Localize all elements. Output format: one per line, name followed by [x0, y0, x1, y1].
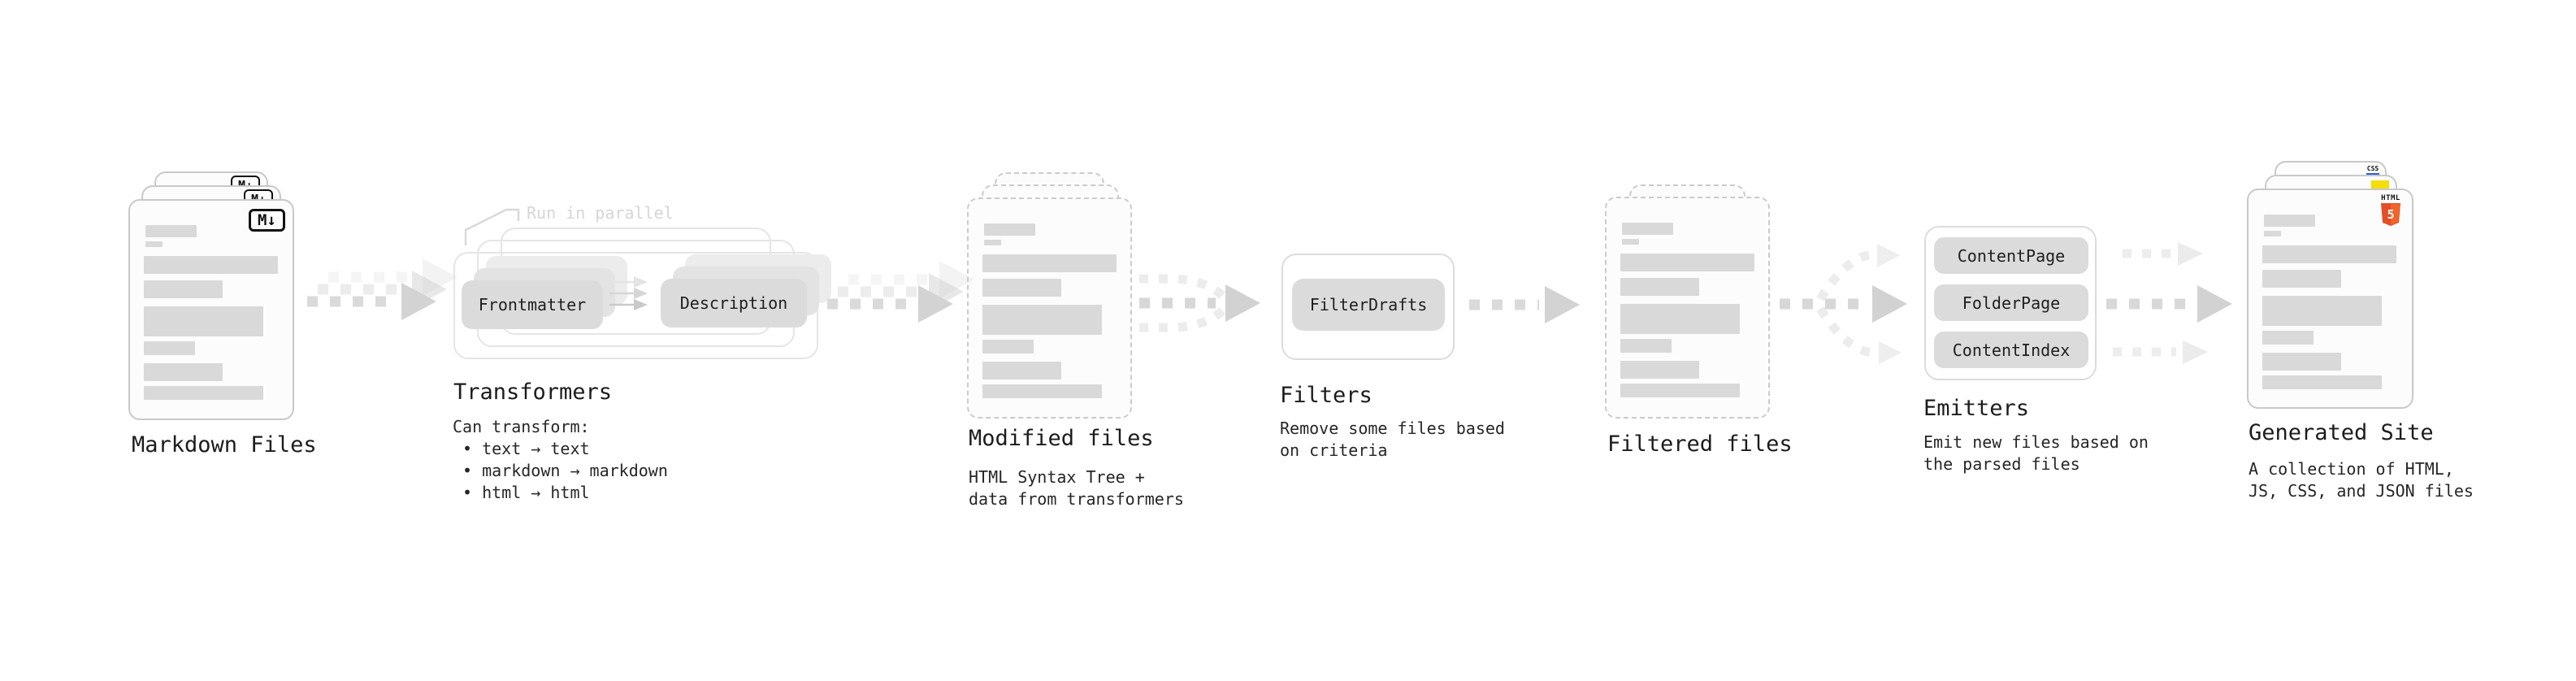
text-line-bar [1622, 239, 1639, 245]
modified-desc-line: HTML Syntax Tree + [969, 467, 1145, 487]
contentindex-pill: ContentIndex [1934, 332, 2088, 368]
generated-file-card-front: HTML 5 [2247, 189, 2413, 409]
folderpage-pill: FolderPage [1934, 284, 2088, 321]
transform-bullet: • html → html [462, 483, 590, 502]
svg-text:5: 5 [2387, 207, 2394, 222]
arrow-emitters-to-generated [2106, 242, 2232, 364]
arrow-markdown-to-transformers [307, 258, 458, 320]
text-line-bar [2264, 215, 2315, 227]
modified-files-title: Modified files [969, 426, 1154, 451]
modified-desc-line: data from transformers [969, 489, 1184, 509]
filters-desc-line: Remove some files based [1280, 419, 1505, 438]
transform-bullet: • text → text [462, 439, 590, 458]
html5-icon: HTML 5 [2380, 195, 2401, 226]
text-line-bar [1620, 254, 1754, 271]
markdown-icon: M↓ [249, 209, 285, 232]
arrow-filters-to-filtered [1469, 286, 1580, 323]
text-line-bar [2262, 375, 2382, 389]
html5-icon-shield: 5 [2381, 203, 2400, 226]
text-line-bar [982, 384, 1102, 398]
arrow-filtered-to-emitters [1780, 244, 1907, 364]
markdown-file-card-front: M↓ [128, 199, 294, 420]
description-pill: Description [661, 279, 807, 327]
filterdrafts-pill: FilterDrafts [1292, 279, 1445, 331]
generated-desc-line: JS, CSS, and JSON files [2249, 481, 2474, 501]
js-icon [2371, 180, 2389, 190]
text-line-bar [144, 386, 263, 400]
text-line-bar [1620, 339, 1672, 353]
text-line-bar [984, 240, 1001, 245]
text-line-bar [1620, 304, 1740, 334]
emitters-description: Emit new files based on the parsed files [1923, 432, 2149, 475]
html5-icon-word: HTML [2381, 194, 2400, 202]
folderpage-pill-label: FolderPage [1962, 293, 2061, 313]
css-icon-label: CSS [2366, 165, 2379, 172]
text-line-bar [145, 225, 197, 237]
text-line-bar [982, 254, 1117, 272]
text-line-bar [982, 305, 1102, 335]
css-icon: CSS [2365, 166, 2381, 176]
css-icon-underline [2366, 173, 2379, 176]
modified-file-card-front [967, 197, 1132, 419]
text-line-bar [145, 241, 163, 247]
description-pill-label: Description [679, 293, 788, 313]
text-line-bar [144, 341, 195, 355]
markdown-icon-glyph: M↓ [258, 211, 276, 229]
transformers-description: Can transform: • text → text • markdown … [453, 416, 668, 504]
file-text-placeholder-bars [130, 201, 293, 419]
frontmatter-pill-label: Frontmatter [478, 295, 587, 314]
text-line-bar [2262, 245, 2396, 263]
text-line-bar [982, 340, 1034, 354]
filters-desc-line: on criteria [1280, 440, 1388, 460]
text-line-bar [2264, 231, 2281, 236]
filters-title: Filters [1280, 383, 1373, 408]
file-text-placeholder-bars [2249, 190, 2412, 407]
contentpage-pill: ContentPage [1934, 237, 2088, 274]
generated-desc-line: A collection of HTML, [2249, 459, 2454, 479]
text-line-bar [1620, 361, 1699, 379]
text-line-bar [144, 280, 223, 298]
transformers-title: Transformers [453, 380, 613, 405]
transform-bullet: • markdown → markdown [462, 461, 668, 480]
text-line-bar [982, 362, 1061, 380]
contentpage-pill-label: ContentPage [1957, 245, 2066, 266]
arrow-modified-to-filters [1139, 274, 1260, 332]
emitters-desc-line: the parsed files [1923, 454, 2080, 474]
text-line-bar [982, 279, 1061, 297]
file-text-placeholder-bars [1607, 198, 1768, 417]
filterdrafts-pill-label: FilterDrafts [1309, 295, 1428, 314]
arrow-transformers-to-modified [827, 261, 974, 323]
file-text-placeholder-bars [969, 199, 1130, 417]
emitters-desc-line: Emit new files based on [1923, 432, 2149, 452]
text-line-bar [2262, 296, 2382, 326]
generated-site-description: A collection of HTML, JS, CSS, and JSON … [2249, 458, 2474, 502]
contentindex-pill-label: ContentIndex [1952, 340, 2071, 360]
generated-site-title: Generated Site [2249, 420, 2434, 445]
run-in-parallel-note: Run in parallel [527, 203, 674, 223]
text-line-bar [144, 306, 263, 336]
text-line-bar [984, 223, 1035, 236]
filtered-files-title: Filtered files [1607, 432, 1793, 457]
text-line-bar [144, 363, 223, 381]
modified-files-description: HTML Syntax Tree + data from transformer… [969, 466, 1184, 510]
can-transform-line: Can transform: [453, 417, 590, 436]
text-line-bar [2262, 331, 2314, 345]
filters-description: Remove some files based on criteria [1280, 418, 1505, 462]
text-line-bar [2262, 270, 2341, 288]
text-line-bar [1620, 384, 1740, 397]
text-line-bar [2262, 353, 2341, 371]
markdown-files-title: Markdown Files [132, 432, 317, 458]
text-line-bar [1622, 223, 1673, 235]
emitters-title: Emitters [1923, 396, 2030, 421]
text-line-bar [1620, 278, 1699, 296]
text-line-bar [144, 256, 278, 274]
frontmatter-pill: Frontmatter [462, 280, 603, 329]
filtered-file-card-front [1605, 197, 1770, 419]
